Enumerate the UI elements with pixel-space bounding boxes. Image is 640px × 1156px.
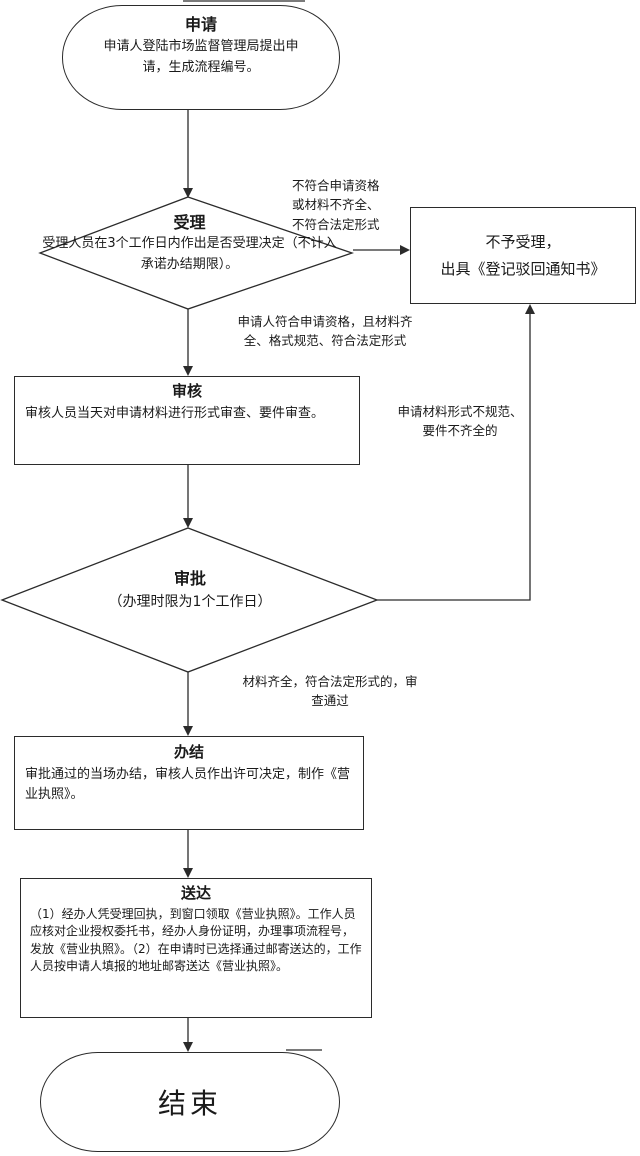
start-node-body: 申请人登陆市场监督管理局提出申请，生成流程编号。	[103, 39, 299, 75]
done-node-title: 办结	[173, 743, 204, 761]
arrow-approve-to-reject	[377, 314, 531, 601]
approve-node: 审批 （办理时限为1个工作日）	[20, 568, 360, 614]
accept-node-body: 受理人员在3个工作日内作出是否受理决定（不计入承诺办结期限）。	[42, 236, 337, 272]
end-node: 结束	[40, 1052, 340, 1152]
arrowhead-delivery-to-end	[183, 1042, 193, 1052]
end-node-title: 结束	[157, 1087, 222, 1120]
review-node-title: 审核	[171, 382, 202, 400]
done-node: 办结 审批通过的当场办结，审核人员作出许可决定，制作《营业执照》。	[14, 736, 364, 830]
arrowhead-start-to-accept	[183, 188, 193, 198]
review-node: 审核 审核人员当天对申请材料进行形式审查、要件审查。	[14, 376, 360, 465]
reject-node: 不予受理， 出具《登记驳回通知书》	[410, 207, 636, 304]
delivery-node-title: 送达	[180, 884, 211, 902]
start-node-title: 申请	[184, 15, 217, 34]
arrowhead-accept-to-review	[183, 366, 193, 376]
delivery-node: 送达 （1）经办人凭受理回执，到窗口领取《营业执照》。工作人员应核对企业授权委托…	[20, 878, 372, 1018]
reject-node-body: 不予受理， 出具《登记驳回通知书》	[440, 232, 606, 278]
start-node: 申请 申请人登陆市场监督管理局提出申请，生成流程编号。	[62, 5, 340, 110]
review-node-body: 审核人员当天对申请材料进行形式审查、要件审查。	[25, 406, 325, 421]
approve-node-body: （办理时限为1个工作日）	[108, 594, 272, 611]
arrowhead-approve-to-done	[183, 726, 193, 736]
edge-label-approve-to-done: 材料齐全，符合法定形式的，审 查通过	[242, 674, 418, 709]
arrowhead-review-to-approve	[183, 518, 193, 528]
delivery-node-body: （1）经办人凭受理回执，到窗口领取《营业执照》。工作人员应核对企业授权委托书，经…	[30, 907, 362, 974]
edge-label-accept-to-reject: 不符合申请资格 或材料不齐全、 不符合法定形式	[292, 178, 380, 232]
accept-node: 受理 受理人员在3个工作日内作出是否受理决定（不计入承诺办结期限）。	[42, 212, 337, 275]
accept-node-title: 受理	[173, 213, 206, 232]
arrowhead-done-to-delivery	[183, 868, 193, 878]
edge-label-accept-to-review: 申请人符合申请资格，且材料齐 全、格式规范、符合法定形式	[237, 314, 413, 349]
arrowhead-approve-to-reject	[525, 304, 535, 314]
done-node-body: 审批通过的当场办结，审核人员作出许可决定，制作《营业执照》。	[25, 767, 351, 803]
edge-label-approve-to-reject: 申请材料形式不规范、 要件不齐全的	[397, 404, 523, 439]
approve-node-title: 审批	[173, 569, 206, 588]
arrowhead-accept-to-reject	[400, 245, 410, 255]
